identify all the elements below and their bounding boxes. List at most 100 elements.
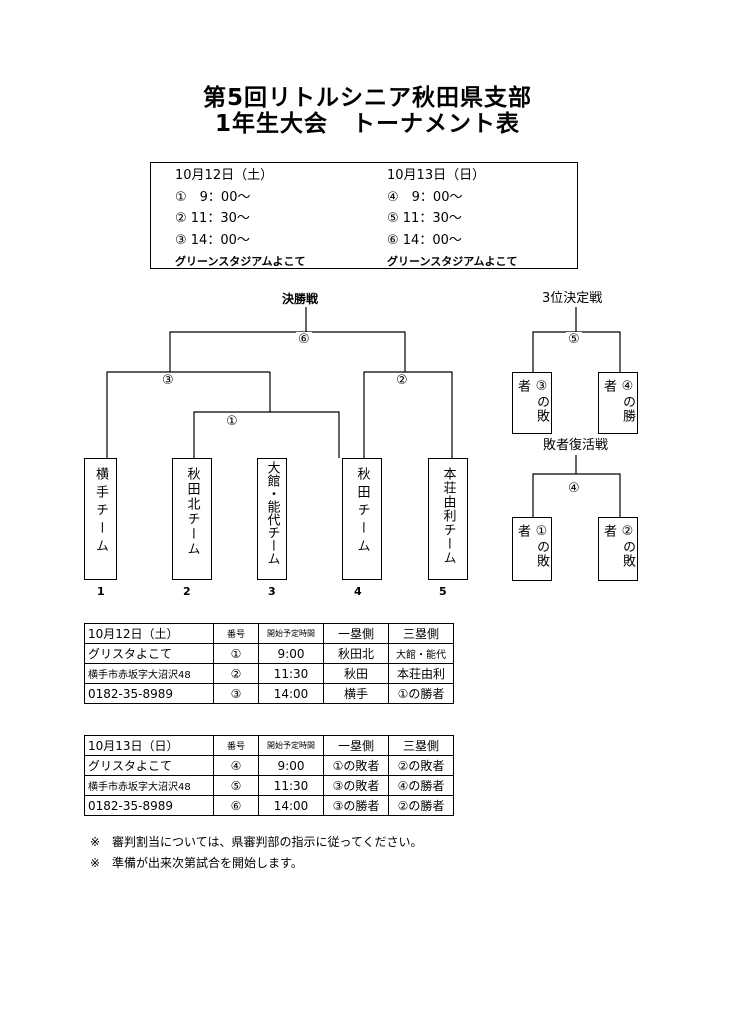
table-date-cell: 10月12日（土） — [84, 623, 214, 644]
table-cell: 大館・能代 — [388, 643, 454, 664]
table-info-cell: グリスタよこて — [84, 755, 214, 776]
team-name: 秋田チーム — [354, 467, 370, 557]
game2-label: ② — [394, 373, 410, 389]
schedule-day1: 10月12日（土） ① 9：00〜 ② 11：30〜 ③ 14：00〜 グリーン… — [175, 165, 305, 273]
schedule-day1-date: 10月12日（土） — [175, 168, 274, 183]
table-row: 0182-35-8989 ⑥ 14:00 ③の勝者 ②の勝者 — [84, 795, 454, 816]
table-cell: 14:00 — [258, 683, 324, 704]
table-header-cell: 開始予定時間 — [258, 623, 324, 644]
schedule-day1-slot: ③ 14：00〜 — [175, 232, 250, 248]
schedule-box: 10月12日（土） ① 9：00〜 ② 11：30〜 ③ 14：00〜 グリーン… — [150, 162, 578, 269]
game5-label: ⑤ — [566, 332, 582, 348]
table-header-cell: 番号 — [213, 735, 259, 756]
table-header-cell: 一塁側 — [323, 735, 389, 756]
team-number: 3 — [268, 585, 276, 598]
table-info-cell: 0182-35-8989 — [84, 683, 214, 704]
team-box: 秋田チーム — [342, 458, 382, 580]
consolation-box-label: ②の敗者 — [601, 524, 635, 568]
table-cell: ⑤ — [213, 775, 259, 796]
table-row: 横手市赤坂字大沼沢48 ⑤ 11:30 ③の敗者 ④の勝者 — [84, 775, 454, 796]
team-number: 4 — [354, 585, 362, 598]
game1-label: ① — [224, 414, 240, 430]
table-header-cell: 一塁側 — [323, 623, 389, 644]
schedule-day1-slot: ② 11：30〜 — [175, 211, 250, 226]
game4-label: ④ — [566, 481, 582, 497]
table-cell: ④の勝者 — [388, 775, 454, 796]
third-place-label: 3位決定戦 — [540, 291, 605, 307]
document-subtitle: 1年生大会 トーナメント表 — [214, 111, 520, 137]
table-cell: 9:00 — [258, 643, 324, 664]
schedule-day1-slot: ① 9：00〜 — [175, 189, 251, 205]
table-cell: 本荘由利 — [388, 663, 454, 684]
schedule-day2-venue: グリーンスタジアムよこて — [387, 255, 518, 268]
table-cell: ③ — [213, 683, 259, 704]
schedule-table-day1: 10月12日（土） 番号 開始予定時間 一塁側 三塁側 グリスタよこて ① 9:… — [84, 623, 454, 704]
table-date-cell: 10月13日（日） — [84, 735, 214, 756]
consolation-label: 敗者復活戦 — [541, 438, 611, 454]
team-name: 本荘由利チーム — [440, 467, 456, 565]
table-cell: 秋田北 — [323, 643, 389, 664]
table-info-cell: 横手市赤坂字大沼沢48 — [84, 663, 214, 684]
table-header-cell: 三塁側 — [388, 623, 454, 644]
table-cell: ⑥ — [213, 795, 259, 816]
schedule-table-day2: 10月13日（日） 番号 開始予定時間 一塁側 三塁側 グリスタよこて ④ 9:… — [84, 735, 454, 816]
table-cell: 横手 — [323, 683, 389, 704]
note-referee: ※ 審判割当については、県審判部の指示に従ってください。 — [90, 835, 423, 849]
team-number: 2 — [183, 585, 191, 598]
schedule-day2-slot: ④ 9：00〜 — [387, 189, 463, 205]
note-start: ※ 準備が出来次第試合を開始します。 — [90, 856, 303, 870]
table-cell: 11:30 — [258, 663, 324, 684]
team-box: 横手チーム — [84, 458, 117, 580]
third-place-box: ④の勝者 — [598, 372, 638, 434]
table-header-row: 10月13日（日） 番号 開始予定時間 一塁側 三塁側 — [84, 735, 454, 756]
table-cell: ④ — [213, 755, 259, 776]
final-connector-line — [169, 331, 406, 372]
team-number: 1 — [97, 585, 105, 598]
game3-label: ③ — [160, 373, 176, 389]
final-label: 決勝戦 — [280, 291, 321, 307]
schedule-day2-slot: ⑤ 11：30〜 — [387, 211, 462, 226]
team-name: 大館・能代チーム — [264, 461, 280, 565]
table-info-cell: グリスタよこて — [84, 643, 214, 664]
document-title: 第5回リトルシニア秋田県支部 — [202, 85, 532, 111]
cons-connector-line — [532, 473, 621, 517]
table-cell: ① — [213, 643, 259, 664]
third-place-box-label: ③の敗者 — [515, 379, 549, 423]
team-box: 秋田北チーム — [172, 458, 212, 580]
table-header-cell: 開始予定時間 — [258, 735, 324, 756]
table-header-row: 10月12日（土） 番号 開始予定時間 一塁側 三塁側 — [84, 623, 454, 644]
schedule-day2: 10月13日（日） ④ 9：00〜 ⑤ 11：30〜 ⑥ 14：00〜 グリーン… — [387, 165, 517, 273]
consolation-box: ①の敗者 — [512, 517, 552, 581]
consolation-box: ②の敗者 — [598, 517, 638, 581]
bracket-lines — [106, 307, 621, 517]
table-header-cell: 三塁側 — [388, 735, 454, 756]
table-cell: ③の敗者 — [323, 775, 389, 796]
game6-label: ⑥ — [296, 332, 312, 348]
table-info-cell: 0182-35-8989 — [84, 795, 214, 816]
table-cell: ①の勝者 — [388, 683, 454, 704]
table-row: グリスタよこて ④ 9:00 ①の敗者 ②の敗者 — [84, 755, 454, 776]
third-place-box: ③の敗者 — [512, 372, 552, 434]
table-cell: 秋田 — [323, 663, 389, 684]
game1-connector-line — [193, 411, 340, 458]
table-cell: ③の勝者 — [323, 795, 389, 816]
team-box: 大館・能代チーム — [257, 458, 287, 580]
game2-connector-line — [363, 371, 453, 458]
table-cell: 9:00 — [258, 755, 324, 776]
third-place-box-label: ④の勝者 — [601, 379, 635, 423]
consolation-box-label: ①の敗者 — [515, 524, 549, 568]
table-cell: ② — [213, 663, 259, 684]
table-row: グリスタよこて ① 9:00 秋田北 大館・能代 — [84, 643, 454, 664]
table-row: 0182-35-8989 ③ 14:00 横手 ①の勝者 — [84, 683, 454, 704]
table-cell: ②の敗者 — [388, 755, 454, 776]
table-cell: ②の勝者 — [388, 795, 454, 816]
schedule-day2-slot: ⑥ 14：00〜 — [387, 232, 462, 248]
team-name: 横手チーム — [93, 467, 108, 557]
team-box: 本荘由利チーム — [428, 458, 468, 580]
game3-connector-line — [106, 371, 270, 458]
team-number: 5 — [439, 585, 447, 598]
table-cell: 14:00 — [258, 795, 324, 816]
team-name: 秋田北チーム — [184, 467, 200, 557]
schedule-day2-date: 10月13日（日） — [387, 168, 486, 183]
table-cell: 11:30 — [258, 775, 324, 796]
